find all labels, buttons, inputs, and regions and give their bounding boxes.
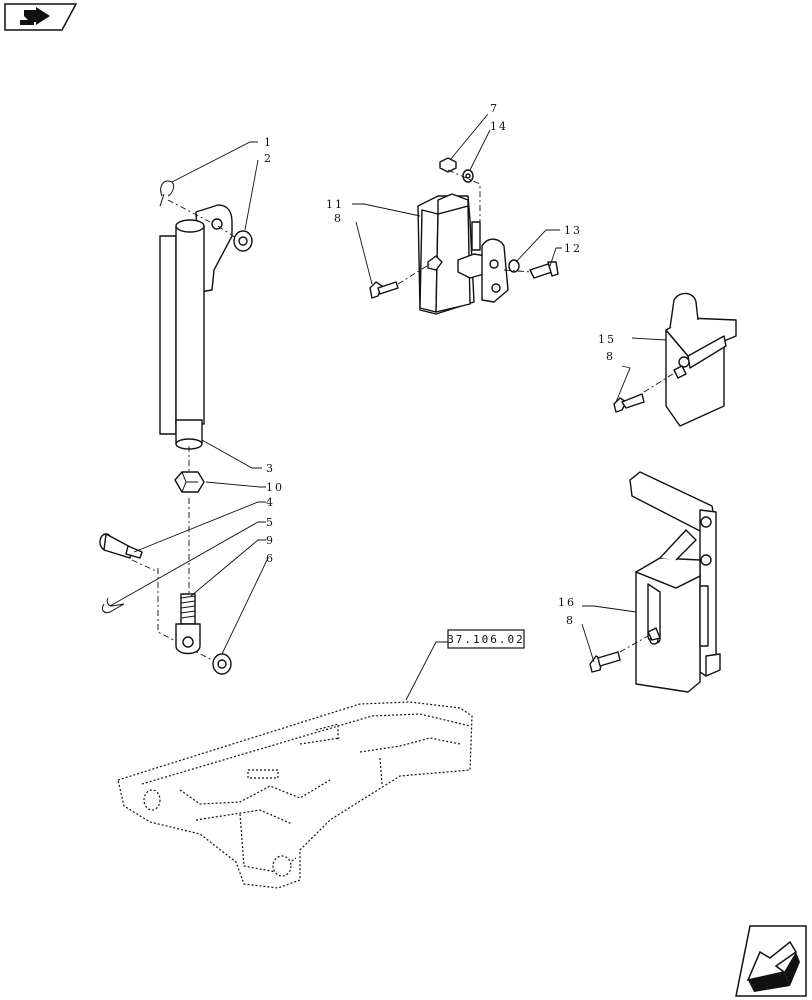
bolt-part-12 — [529, 261, 559, 279]
callout-13: 13 — [564, 224, 582, 237]
callout-8-middle: 8 — [606, 350, 615, 363]
callout-5: 5 — [266, 516, 275, 529]
callout-16: 16 — [558, 596, 576, 609]
lower-bracket-part — [629, 471, 721, 693]
washer-part-13 — [508, 259, 520, 273]
rod-end-part — [175, 593, 201, 655]
support-rod-part — [159, 204, 233, 450]
reference-label: 37.106.02 — [447, 633, 525, 646]
callout-10: 10 — [266, 481, 284, 494]
callout-7: 7 — [490, 102, 499, 115]
callout-14: 14 — [490, 120, 508, 133]
callout-15: 15 — [598, 333, 616, 346]
callout-2: 2 — [264, 152, 273, 165]
clevis-pin-part — [99, 533, 143, 559]
upper-bracket-part — [417, 193, 509, 315]
callout-11: 11 — [326, 198, 344, 211]
washer-part-6 — [212, 653, 232, 675]
callout-8-upper: 8 — [334, 212, 343, 225]
bolt-part-7 — [439, 157, 457, 173]
chassis-frame-reference — [117, 701, 473, 889]
nut-part — [174, 471, 205, 493]
page-forward-arrow-icon[interactable] — [735, 925, 807, 997]
callout-9: 9 — [266, 534, 275, 547]
callout-8-lower: 8 — [566, 614, 575, 627]
callout-3: 3 — [266, 462, 275, 475]
wing-bolt-part-2 — [613, 365, 687, 413]
callout-1: 1 — [264, 136, 273, 149]
washer-part-14 — [462, 169, 474, 183]
reference-label-box[interactable]: 37.106.02 — [447, 629, 525, 649]
callout-6: 6 — [266, 552, 275, 565]
washer-part — [233, 230, 253, 252]
middle-bracket-part — [665, 292, 737, 427]
wing-bolt-part — [369, 255, 443, 299]
callout-4: 4 — [266, 496, 275, 509]
hair-clip-part — [101, 597, 125, 613]
page-back-arrow-icon[interactable] — [4, 3, 78, 31]
callout-12: 12 — [564, 242, 582, 255]
